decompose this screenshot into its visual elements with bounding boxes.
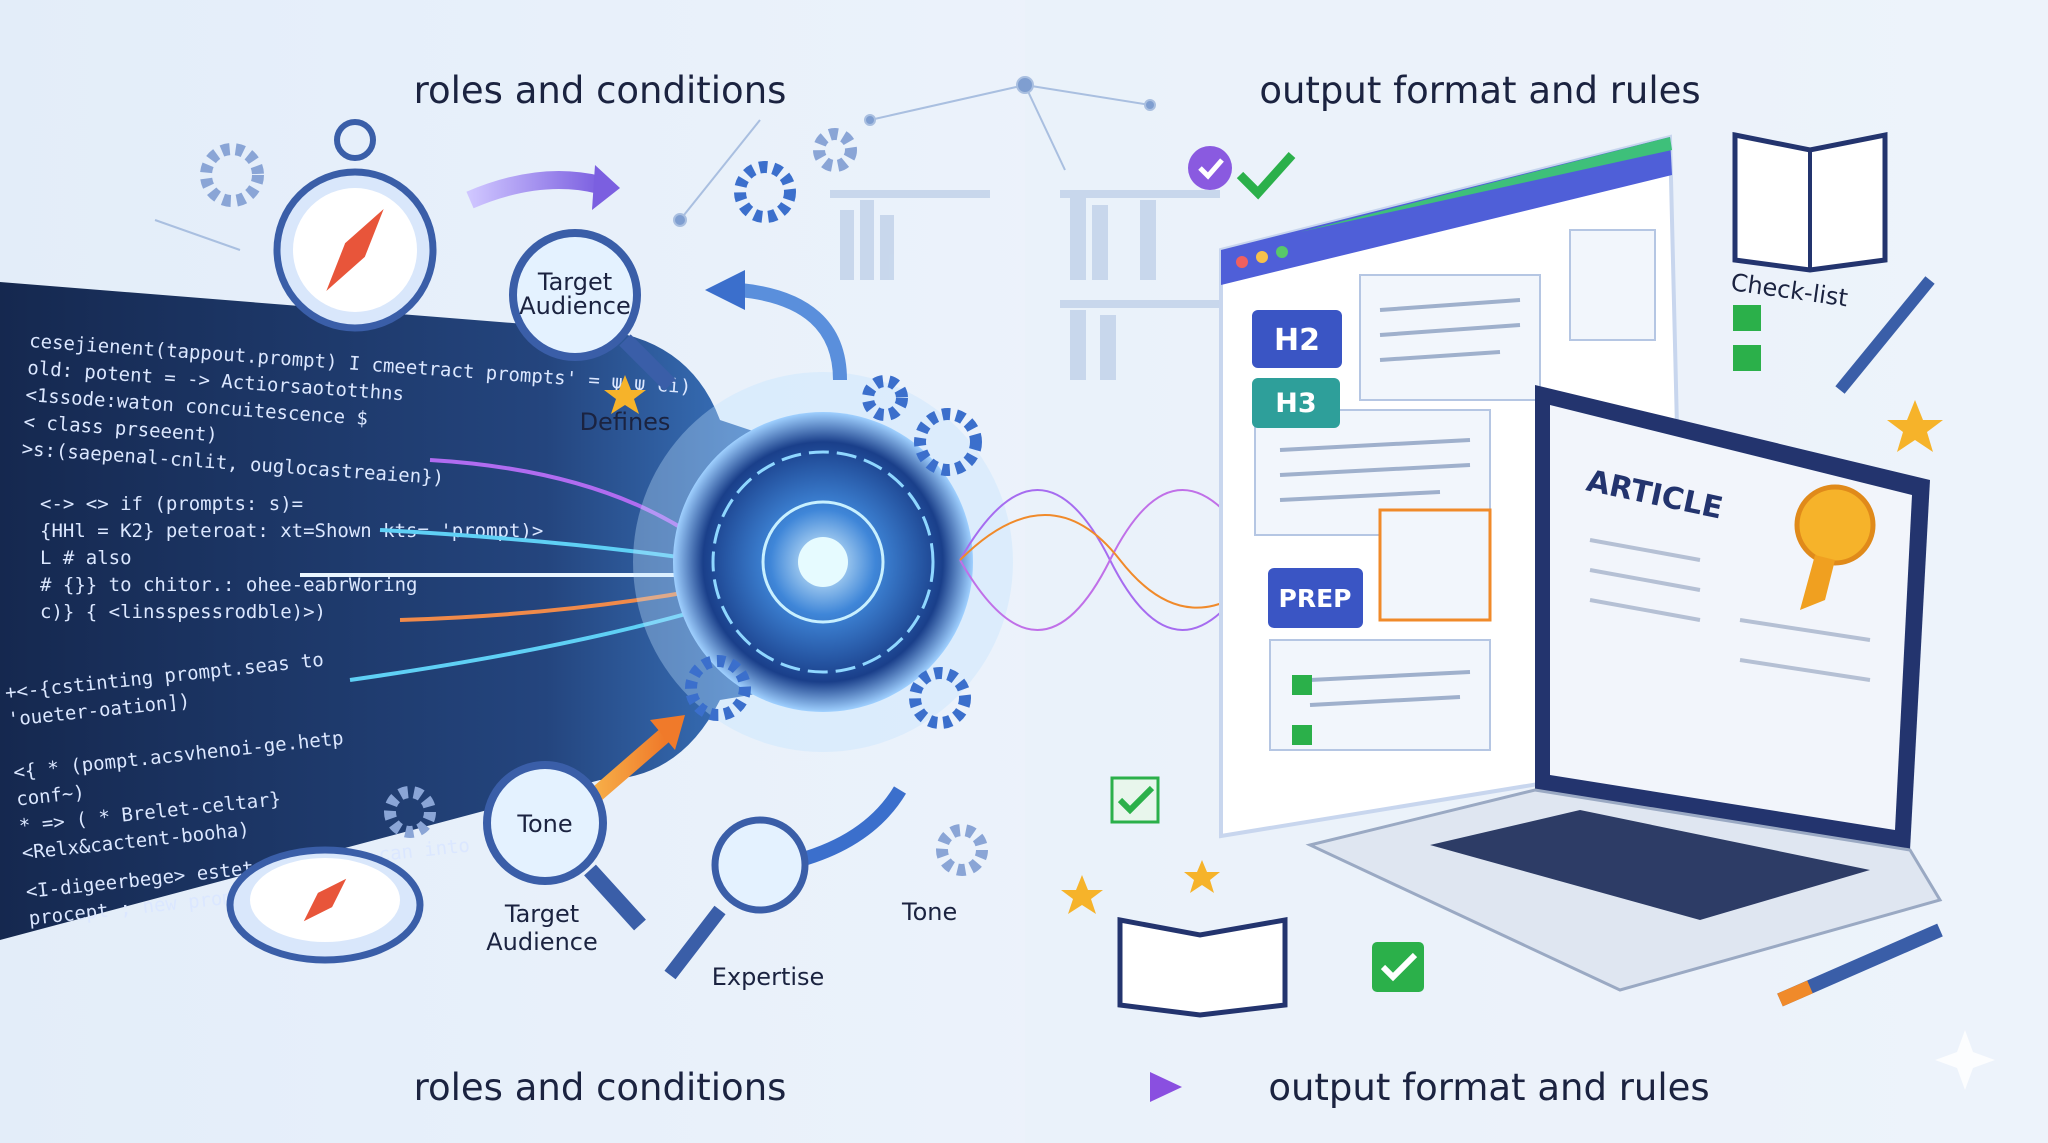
- arrow-icon: [705, 270, 745, 310]
- magnifier-expertise: [664, 816, 809, 980]
- pen-icon: [1835, 276, 1935, 394]
- h3-label: H3: [1275, 388, 1316, 419]
- expertise-label: Expertise: [712, 963, 825, 991]
- tone-lens-label: Tone: [516, 810, 572, 838]
- checklist-checks: [1733, 305, 1761, 371]
- award-badge-icon: [1794, 484, 1876, 566]
- target-label: Target: [504, 900, 579, 928]
- h2-badge: [1252, 310, 1342, 368]
- bookshelf: [830, 190, 1220, 380]
- code-panel: cesejienent(tappout.prompt) I cmeetract …: [0, 282, 780, 940]
- gear-icon: [200, 128, 988, 876]
- h2-label: H2: [1274, 323, 1320, 358]
- compass-icon: [273, 119, 437, 332]
- checkmark-icon: [1110, 146, 1424, 992]
- tone-label: Tone: [901, 898, 957, 926]
- heading-top-left: roles and conditions: [414, 69, 787, 112]
- code-line: <-> <> if (prompts: s)=: [40, 493, 303, 515]
- audience-label: Audience: [486, 928, 597, 956]
- arrow-icon: [650, 715, 685, 750]
- compass-icon: [226, 846, 424, 964]
- prep-badge: [1268, 568, 1363, 628]
- audience-label: Audience: [519, 292, 630, 320]
- sparkle-icon: [1935, 1030, 1995, 1090]
- flow-arrow-icon: [882, 1072, 1182, 1102]
- laptop: ARTICLE: [1305, 385, 1943, 992]
- target-label: Target: [537, 268, 612, 296]
- h3-badge: [1252, 378, 1340, 428]
- heading-bottom-right: output format and rules: [1268, 1066, 1709, 1109]
- data-streams: [300, 458, 702, 682]
- heading-top-right: output format and rules: [1259, 69, 1700, 112]
- open-book-icon: [1117, 131, 1888, 1018]
- heading-bottom-left: roles and conditions: [414, 1066, 787, 1109]
- magnifier-tone: Tone: [483, 761, 646, 931]
- prep-label: PREP: [1279, 584, 1352, 613]
- code-line: {HHl = K2} peteroat: xt=Shown kts= 'prom…: [40, 520, 543, 542]
- star-icon: [604, 375, 1943, 914]
- network-lines: [154, 76, 1156, 251]
- defines-label: Defines: [580, 408, 671, 436]
- magnifier-target-audience: Target Audience: [509, 229, 676, 391]
- code-line: c)} { <linsspessrodble)>): [40, 601, 326, 623]
- arrow-icon: [592, 165, 620, 210]
- code-line: L # also: [40, 547, 132, 569]
- code-line: # {}} to chitor.: ohee-eabrWoring: [40, 574, 418, 596]
- central-ai-orb: [633, 372, 1013, 752]
